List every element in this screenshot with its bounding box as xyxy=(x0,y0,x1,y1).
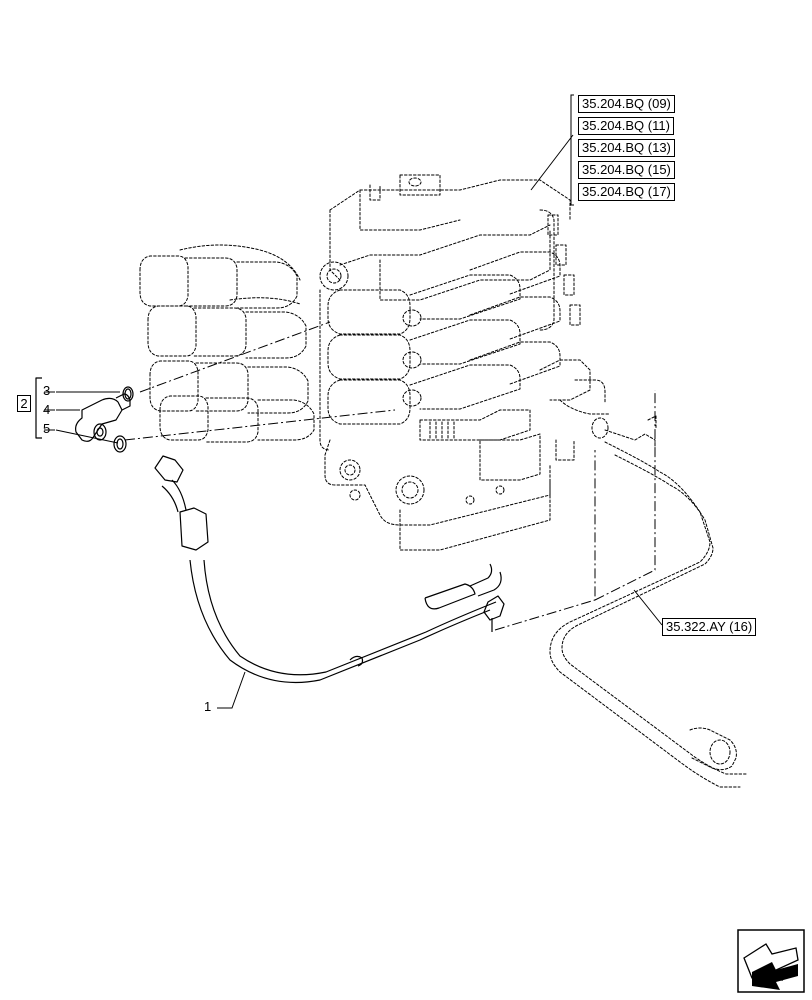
reference-leaders xyxy=(44,134,663,709)
callout-4: 4 xyxy=(43,402,51,417)
o-ring-5 xyxy=(113,435,127,453)
ref-stack-bracket xyxy=(570,94,574,206)
quick-couplers xyxy=(139,244,315,443)
valve-ref-17[interactable]: 35.204.BQ (17) xyxy=(578,183,675,201)
valve-ref-09[interactable]: 35.204.BQ (09) xyxy=(578,95,675,113)
valve-ref-11[interactable]: 35.204.BQ (11) xyxy=(578,117,674,135)
valve-ref-15[interactable]: 35.204.BQ (15) xyxy=(578,161,675,179)
callout-group-2: 2 xyxy=(17,395,31,412)
group-bracket xyxy=(35,377,42,439)
callout-3: 3 xyxy=(43,383,51,398)
next-page-arrow-icon[interactable] xyxy=(737,929,805,993)
control-valve-block xyxy=(319,174,611,551)
valve-ref-13[interactable]: 35.204.BQ (13) xyxy=(578,139,675,157)
pipe-ref-16[interactable]: 35.322.AY (16) xyxy=(662,618,757,636)
rigid-pipe-ref xyxy=(549,415,747,788)
callout-5: 5 xyxy=(43,421,51,436)
leader-lines xyxy=(124,321,656,631)
elbow-fitting-4 xyxy=(75,393,131,442)
hose-assembly xyxy=(154,455,505,683)
callout-1: 1 xyxy=(204,699,212,714)
